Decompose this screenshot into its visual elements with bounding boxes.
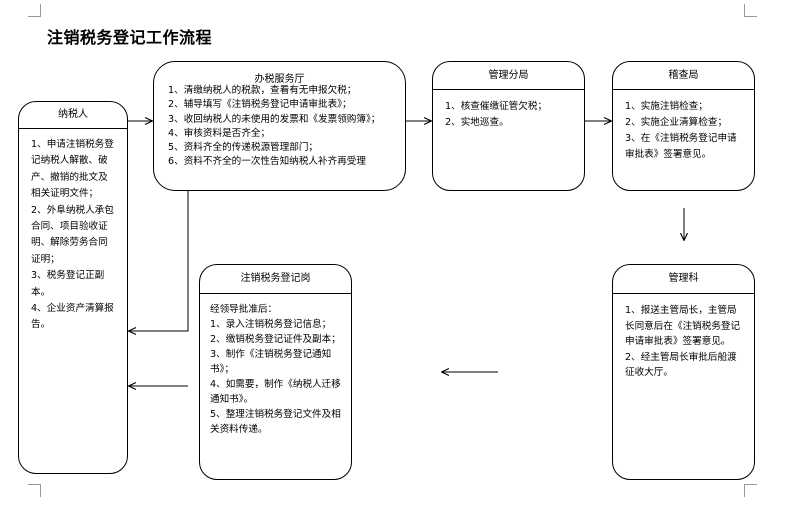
node-taxpayer-line: 1、申请注销税务登记纳税人解散、破产、撤销的批文及相关证明文件； — [31, 139, 114, 200]
node-management-line: 2、经主管局长审批后船渡征收大厅。 — [625, 351, 737, 379]
node-registration-line: 3、制作《注销税务登记通知书》； — [210, 349, 332, 375]
page-corner-mark — [744, 484, 757, 497]
node-taxpayer-header: 纳税人 — [19, 102, 127, 129]
arrow-service-hall-return-to-taxpayer — [129, 191, 189, 331]
node-taxpayer-line: 2、外阜纳税人承包合同、项目验收证明、解除劳务合同证明； — [31, 204, 114, 265]
node-branch-line: 2、实地巡查。 — [445, 117, 509, 128]
node-taxpayer-line: 3、税务登记正副本。 — [31, 270, 105, 298]
node-registration-header: 注销税务登记岗 — [200, 265, 351, 294]
node-branch-body: 1、核查催缴征管欠税； 2、实地巡查。 — [445, 99, 576, 131]
page-corner-mark — [28, 484, 41, 497]
node-taxpayer-body: 1、申请注销税务登记纳税人解散、破产、撤销的批文及相关证明文件； 2、外阜纳税人… — [31, 137, 117, 334]
node-management-line: 1、报送主管局长，主管局长同意后在《注销税务登记申请审批表》签署意见。 — [625, 305, 741, 347]
node-taxpayer-line: 4、企业资产清算报告。 — [31, 303, 114, 331]
node-management: 管理科 1、报送主管局长，主管局长同意后在《注销税务登记申请审批表》签署意见。 … — [612, 264, 755, 480]
node-inspection-line: 3、在《注销税务登记申请审批表》签署意见。 — [625, 133, 737, 160]
node-registration-line: 2、缴销税务登记证件及副本； — [210, 334, 341, 345]
node-service-hall-line: 2、辅导填写《注销税务登记申请审批表》； — [168, 99, 352, 111]
node-registration-body: 经领导批准后： 1、录入注销税务登记信息； 2、缴销税务登记证件及副本； 3、制… — [210, 302, 343, 437]
node-inspection-header: 稽查局 — [613, 62, 754, 90]
node-inspection-line: 2、实施企业清算检查； — [625, 117, 728, 128]
node-service-hall-header: 办税服务厅 — [254, 74, 305, 85]
node-service-hall: 办税服务厅 1、清缴纳税人的税款，查看有无申报欠税； 2、辅导填写《注销税务登记… — [153, 61, 406, 191]
node-service-hall-line: 4、审核资料是否齐全； — [168, 127, 271, 139]
node-registration: 注销税务登记岗 经领导批准后： 1、录入注销税务登记信息； 2、缴销税务登记证件… — [199, 264, 352, 480]
node-taxpayer: 纳税人 1、申请注销税务登记纳税人解散、破产、撤销的批文及相关证明文件； 2、外… — [18, 101, 128, 474]
node-registration-line: 1、录入注销税务登记信息； — [210, 319, 332, 330]
node-registration-line: 经领导批准后： — [210, 304, 278, 315]
node-management-header: 管理科 — [613, 265, 754, 294]
node-branch: 管理分局 1、核查催缴征管欠税； 2、实地巡查。 — [432, 61, 585, 191]
diagram-title: 注销税务登记工作流程 — [47, 28, 213, 47]
node-service-hall-line: 3、收回纳税人的未使用的发票和《发票领购簿》； — [168, 113, 381, 125]
node-inspection: 稽查局 1、实施注销检查； 2、实施企业清算检查； 3、在《注销税务登记申请审批… — [612, 61, 755, 191]
node-registration-line: 4、如需要，制作《纳税人迁移通知书》。 — [210, 379, 341, 405]
node-inspection-body: 1、实施注销检查； 2、实施企业清算检查； 3、在《注销税务登记申请审批表》签署… — [625, 99, 746, 163]
node-service-hall-line: 6、资料不齐全的一次性告知纳税人补齐再受理 — [168, 156, 366, 168]
node-inspection-line: 1、实施注销检查； — [625, 101, 708, 112]
page-corner-mark — [28, 4, 41, 17]
node-branch-line: 1、核查催缴征管欠税； — [445, 101, 548, 112]
node-service-hall-body: 1、清缴纳税人的税款，查看有无申报欠税； 2、辅导填写《注销税务登记申请审批表》… — [168, 84, 399, 170]
node-management-body: 1、报送主管局长，主管局长同意后在《注销税务登记申请审批表》签署意见。 2、经主… — [625, 303, 746, 381]
node-branch-header: 管理分局 — [433, 62, 584, 90]
node-service-hall-line: 5、资料齐全的传递税源管理部门； — [168, 142, 319, 154]
node-service-hall-line: 1、清缴纳税人的税款，查看有无申报欠税； — [168, 85, 357, 96]
page-corner-mark — [744, 4, 757, 17]
node-registration-line: 5、整理注销税务登记文件及相关资料传递。 — [210, 409, 341, 435]
